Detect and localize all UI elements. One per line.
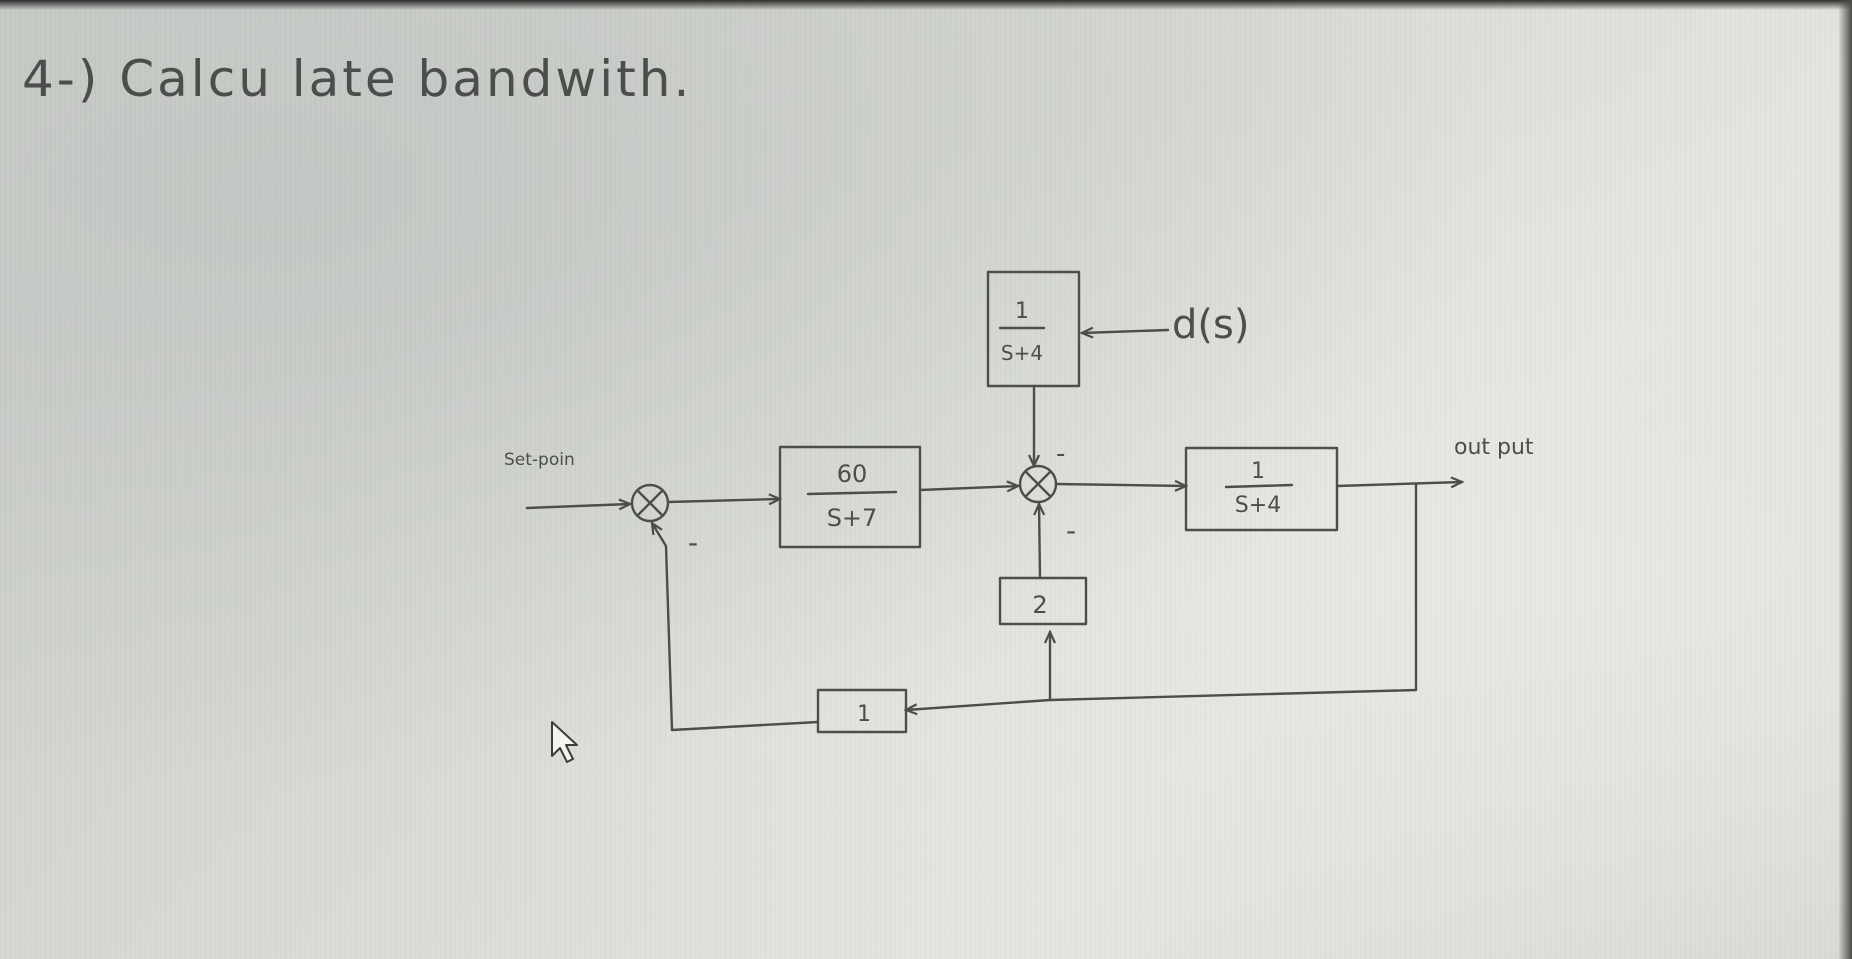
arrow-sum2-to-plant [1054,484,1186,486]
arrow-outer-gain-to-sum1 [652,523,668,548]
input-arrow [525,504,630,508]
disturbance-block: 1 S+4 [986,270,1081,388]
input-label: Set-poin [504,450,575,470]
outer-feedback-gain: 1 [857,702,871,727]
summing-junction-1 [630,483,670,523]
output-label: out put [1454,435,1534,460]
sum2-feedback-sign: - [1066,514,1076,547]
sum2-disturbance-sign: - [1056,439,1065,469]
disturbance-numerator: 1 [1015,299,1029,324]
controller-block: 60 S+7 [778,445,922,549]
arrow-controller-to-sum2 [918,486,1018,490]
outer-feedback-block: 1 [816,688,908,734]
output-arrow [1335,482,1462,486]
mouse-pointer-icon [551,721,578,763]
monitor-bezel-right [1838,0,1852,959]
feedback-wire-main [1048,482,1418,702]
sum1-feedback-sign: - [688,526,698,559]
summing-junction-2 [1018,464,1058,504]
plant-fraction-bar [1224,483,1294,489]
disturbance-input-arrow [1082,330,1170,333]
arrow-into-outer-gain [906,698,1052,710]
controller-numerator: 60 [837,460,868,488]
plant-block: 1 S+4 [1184,446,1339,532]
plant-numerator: 1 [1251,459,1265,484]
controller-fraction-bar [806,490,898,496]
inner-feedback-block: 2 [998,576,1088,626]
controller-denominator: S+7 [827,504,878,532]
outer-feedback-wire [664,544,820,732]
inner-feedback-gain: 2 [1032,591,1047,619]
plant-denominator: S+4 [1235,493,1281,518]
disturbance-label: d(s) [1172,302,1249,348]
monitor-bezel-top [0,0,1852,10]
question-title: 4-) Calcu late bandwith. [22,50,692,108]
arrow-inner-gain-to-sum2 [1039,504,1040,580]
arrow-sum1-to-controller [666,499,780,502]
disturbance-denominator: S+4 [1001,341,1043,365]
